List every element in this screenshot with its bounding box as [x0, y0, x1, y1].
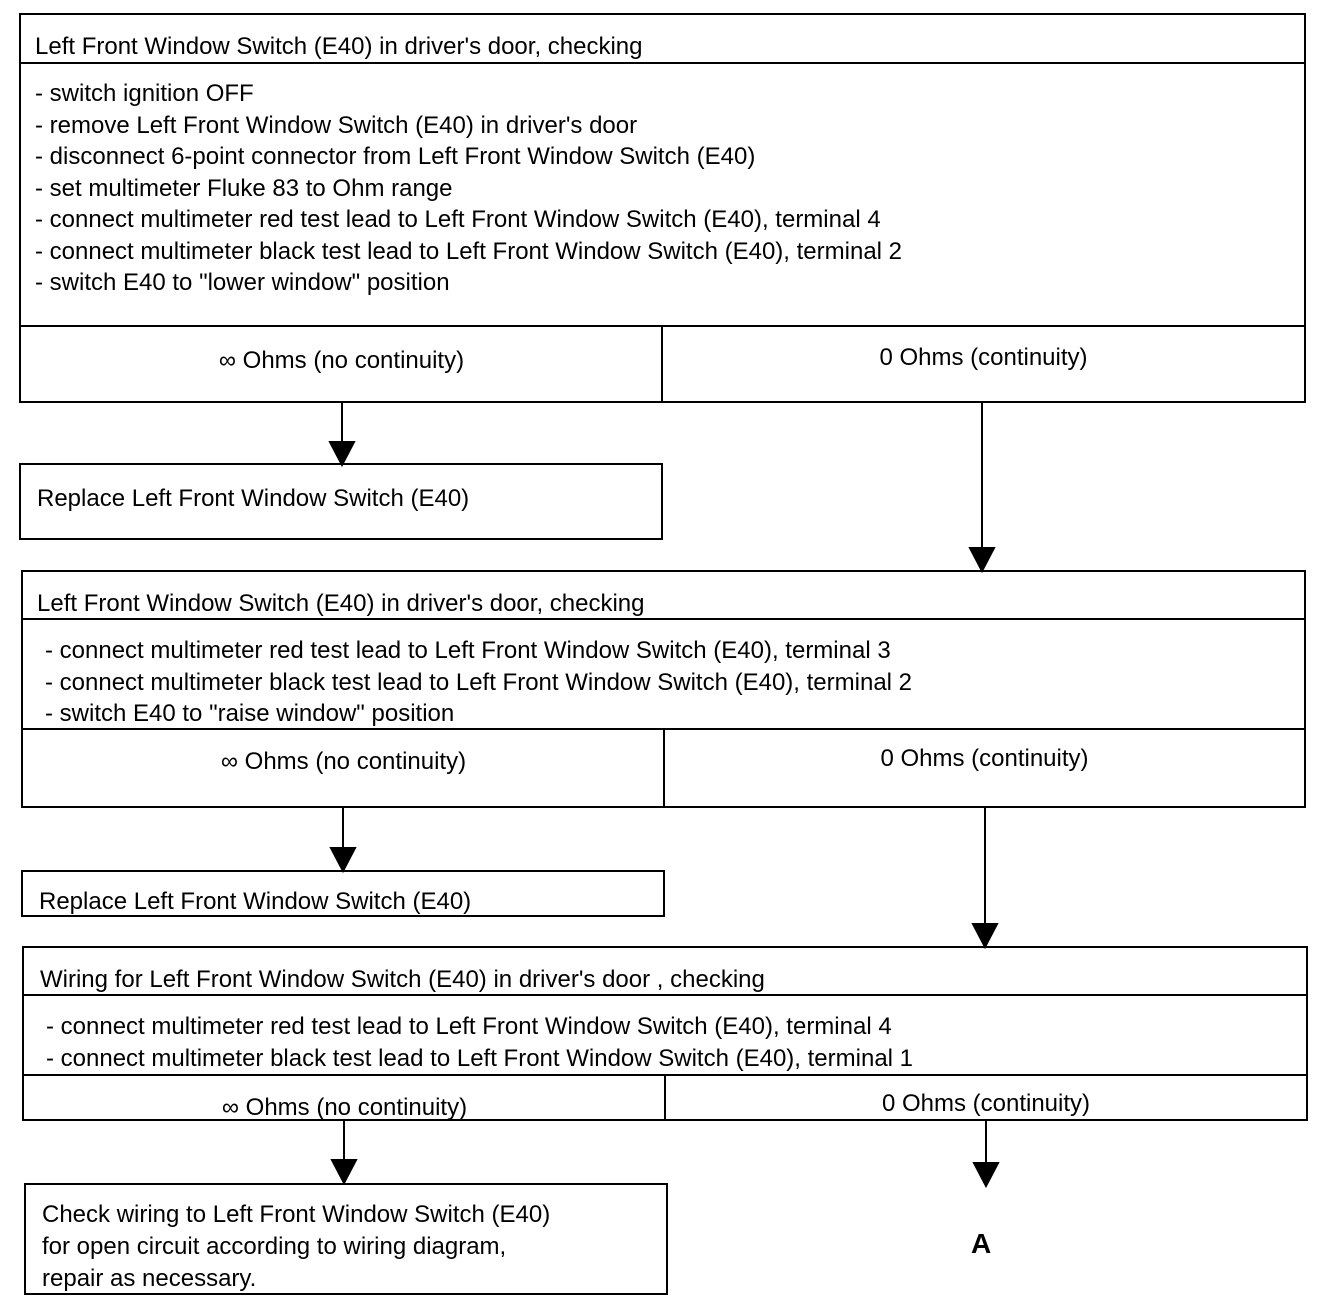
step3-action-line: for open circuit according to wiring dia…	[42, 1233, 507, 1260]
step2-results-row: ∞ Ohms (no continuity) 0 Ohms (continuit…	[23, 728, 1304, 806]
step3-action-box: Check wiring to Left Front Window Switch…	[24, 1183, 668, 1295]
step3-title: Wiring for Left Front Window Switch (E40…	[24, 948, 1306, 996]
step3-instructions: - connect multimeter red test lead to Le…	[24, 1011, 1306, 1074]
arrow-step3-no-head	[330, 1159, 358, 1186]
step1-line: - remove Left Front Window Switch (E40) …	[35, 111, 638, 139]
step3-result-no-continuity: ∞ Ohms (no continuity)	[221, 1094, 468, 1121]
step3-action-text: Check wiring to Left Front Window Switch…	[42, 1199, 550, 1295]
step1-line: - connect multimeter black test lead to …	[35, 237, 903, 265]
step1-box: Left Front Window Switch (E40) in driver…	[19, 13, 1306, 403]
step1-action-box: Replace Left Front Window Switch (E40)	[19, 463, 663, 540]
arrow-step2-yes-head	[971, 923, 999, 950]
step1-title: Left Front Window Switch (E40) in driver…	[21, 15, 1304, 64]
step3-result-divider	[664, 1076, 666, 1119]
step2-action-text: Replace Left Front Window Switch (E40)	[39, 888, 472, 915]
step2-instructions: - connect multimeter red test lead to Le…	[23, 635, 1304, 730]
step1-result-divider	[661, 327, 663, 401]
step1-results-row: ∞ Ohms (no continuity) 0 Ohms (continuit…	[21, 325, 1304, 401]
arrow-step1-yes-head	[968, 547, 996, 574]
step2-result-no-continuity: ∞ Ohms (no continuity)	[220, 748, 467, 775]
step2-result-divider	[663, 730, 665, 806]
connector-a-label: A	[971, 1228, 992, 1259]
arrow-step2-no-head	[329, 847, 357, 874]
step1-line: - connect multimeter red test lead to Le…	[35, 206, 881, 233]
arrow-step1-no-head	[328, 441, 356, 468]
step3-box: Wiring for Left Front Window Switch (E40…	[22, 946, 1308, 1121]
step1-result-continuity: 0 Ohms (continuity)	[879, 344, 1088, 371]
step2-box: Left Front Window Switch (E40) in driver…	[21, 570, 1306, 808]
step3-line: - connect multimeter black test lead to …	[46, 1044, 914, 1072]
step2-title: Left Front Window Switch (E40) in driver…	[23, 572, 1304, 620]
step1-instructions: - switch ignition OFF - remove Left Fron…	[21, 78, 1304, 299]
step1-line: - switch ignition OFF	[35, 80, 254, 107]
step3-action-line: repair as necessary.	[42, 1265, 257, 1292]
step1-result-no-continuity: ∞ Ohms (no continuity)	[218, 347, 465, 374]
step2-line: - connect multimeter black test lead to …	[45, 668, 913, 696]
step2-line: - connect multimeter red test lead to Le…	[45, 637, 891, 664]
step2-action-box: Replace Left Front Window Switch (E40)	[21, 870, 665, 917]
step1-action-text: Replace Left Front Window Switch (E40)	[37, 485, 470, 512]
step1-line: - set multimeter Fluke 83 to Ohm range	[35, 174, 453, 202]
arrow-step3-yes-head	[972, 1162, 1000, 1189]
step3-results-row: ∞ Ohms (no continuity) 0 Ohms (continuit…	[24, 1074, 1306, 1121]
step2-result-continuity: 0 Ohms (continuity)	[880, 745, 1089, 772]
step3-action-line: Check wiring to Left Front Window Switch…	[42, 1201, 551, 1228]
step3-line: - connect multimeter red test lead to Le…	[46, 1013, 892, 1040]
step3-result-continuity: 0 Ohms (continuity)	[881, 1090, 1091, 1117]
step2-line: - switch E40 to "raise window" position	[45, 700, 455, 727]
step1-line: - switch E40 to "lower window" position	[35, 269, 450, 296]
step1-line: - disconnect 6-point connector from Left…	[35, 143, 756, 170]
